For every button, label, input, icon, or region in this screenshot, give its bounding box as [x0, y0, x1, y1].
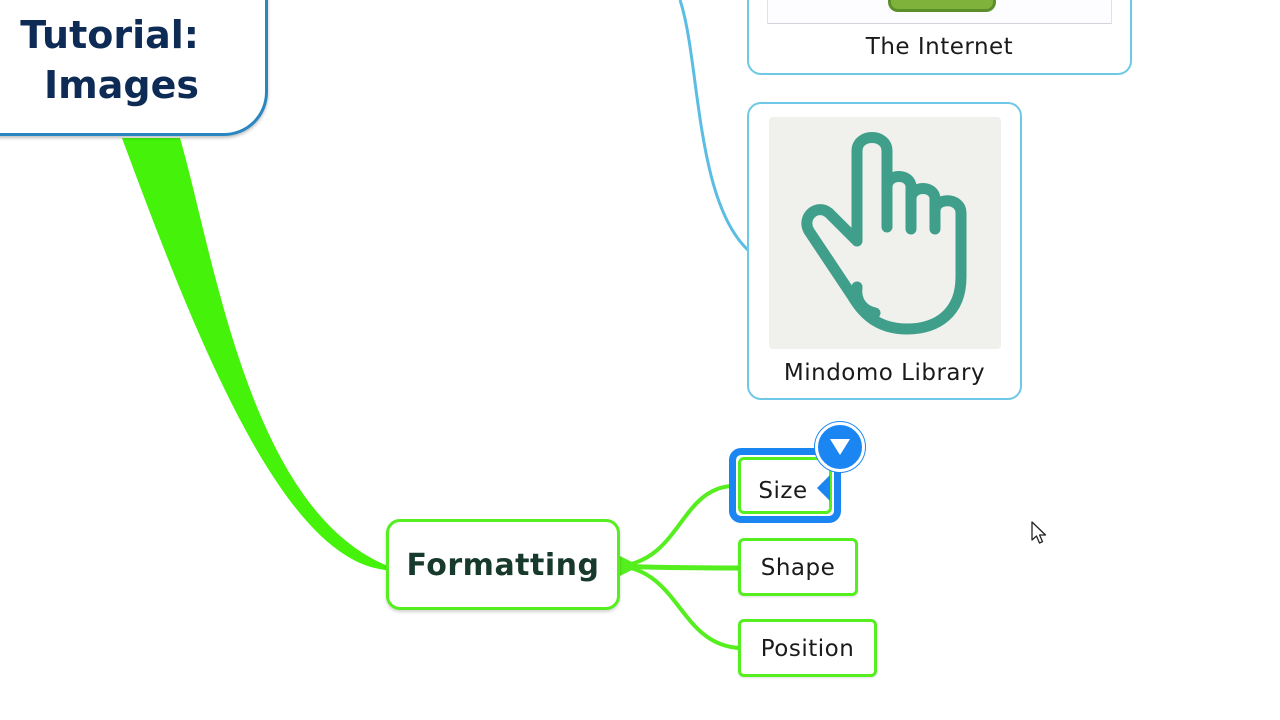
pointing-hand-icon [801, 132, 967, 335]
mouse-pointer-icon [1031, 521, 1047, 544]
webpage-screenshot-thumbnail [767, 0, 1112, 24]
chevron-down-icon [830, 439, 850, 455]
topic-image [769, 117, 1001, 349]
topic-formatting[interactable]: Formatting [386, 519, 620, 610]
central-topic-title: Tutorial: Images [20, 13, 199, 107]
topic-size-box: Size [738, 457, 832, 514]
selection-handle[interactable] [817, 475, 830, 501]
topic-label: The Internet [865, 34, 1014, 60]
central-topic[interactable]: Tutorial: Images [0, 0, 268, 136]
internet-to-library-connector [678, 0, 750, 252]
topic-mindomo-library[interactable]: Mindomo Library [747, 102, 1022, 400]
thumbnail-green-button [888, 0, 996, 12]
formatting-to-position-connector [619, 564, 741, 650]
central-to-formatting-branch [122, 138, 388, 570]
formatting-to-size-connector [619, 484, 732, 568]
topic-options-button[interactable] [815, 422, 865, 472]
formatting-connector-fan [620, 556, 640, 576]
topic-label: Size [758, 478, 808, 504]
topic-the-internet[interactable]: The Internet [747, 0, 1132, 75]
topic-label: Position [760, 636, 855, 662]
topic-label: Formatting [406, 548, 600, 583]
topic-label: Shape [760, 555, 836, 581]
topic-position[interactable]: Position [738, 619, 877, 677]
topic-size-selected[interactable]: Size [729, 448, 841, 523]
topic-shape[interactable]: Shape [738, 538, 858, 596]
topic-label: Mindomo Library [783, 360, 986, 386]
